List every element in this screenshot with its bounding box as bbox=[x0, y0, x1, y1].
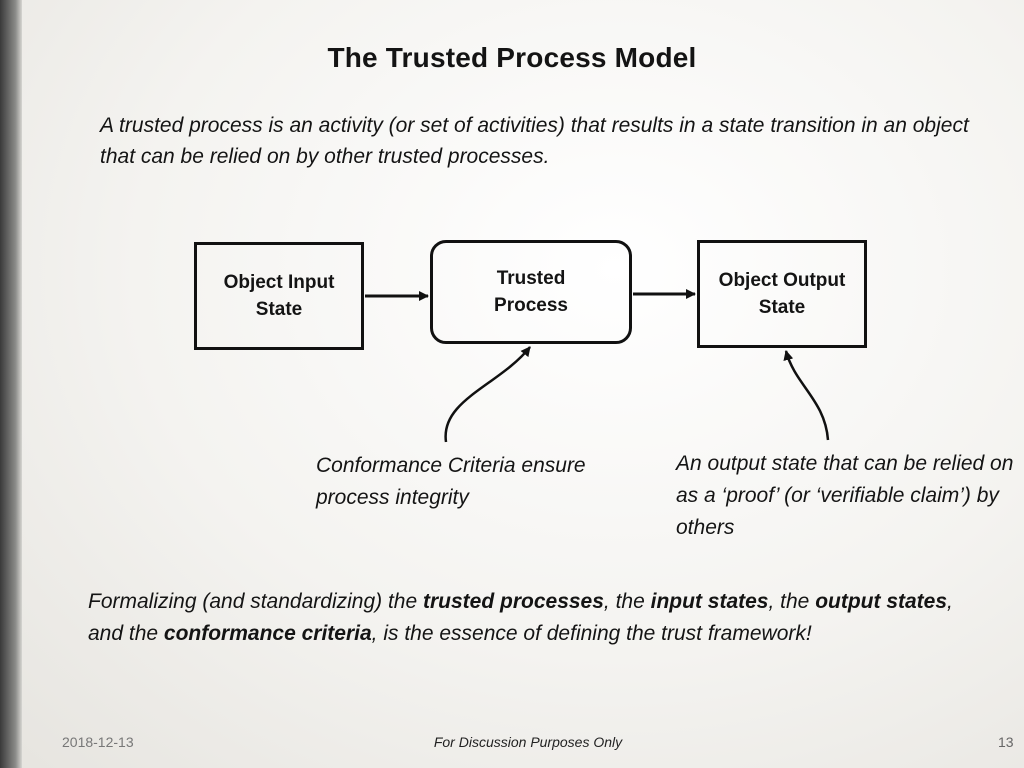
node-label: Object Output State bbox=[718, 270, 846, 318]
pointer-conformance-to-process bbox=[444, 346, 531, 443]
node-label: Trusted Process bbox=[494, 268, 568, 316]
conclusion-text-segment: , and the bbox=[88, 590, 953, 645]
note-output-state: An output state that can be relied on as… bbox=[676, 452, 1014, 539]
screen-bezel-edge bbox=[0, 0, 22, 768]
node-trusted-process: Trusted Process bbox=[430, 240, 632, 344]
slide-number: 13 bbox=[998, 734, 1014, 750]
footer-date: 2018-12-13 bbox=[62, 734, 134, 750]
intro-text: A trusted process is an activity (or set… bbox=[100, 114, 969, 168]
note-conformance-criteria: Conformance Criteria ensure process inte… bbox=[316, 454, 586, 509]
pointer-note-to-output bbox=[783, 350, 830, 441]
conclusion-text-segment: , the bbox=[603, 590, 651, 613]
conclusion-emphasis: input states bbox=[650, 590, 769, 613]
conclusion-emphasis: trusted processes bbox=[423, 590, 604, 613]
conclusion-text: Formalizing (and standardizing) the trus… bbox=[88, 586, 988, 650]
node-object-input-state: Object Input State bbox=[194, 242, 364, 350]
slide-title: The Trusted Process Model bbox=[327, 42, 697, 73]
node-object-output-state: Object Output State bbox=[697, 240, 867, 348]
conclusion-text-segment: , the bbox=[768, 590, 816, 613]
node-label: Object Input State bbox=[223, 272, 335, 320]
conclusion-text-segment: , is the essence of defining the trust f… bbox=[371, 622, 812, 645]
footer-disclaimer: For Discussion Purposes Only bbox=[433, 734, 623, 750]
conclusion-text-segment: Formalizing (and standardizing) the bbox=[88, 590, 423, 613]
conclusion-emphasis: output states bbox=[815, 590, 948, 613]
conclusion-emphasis: conformance criteria bbox=[163, 622, 372, 645]
